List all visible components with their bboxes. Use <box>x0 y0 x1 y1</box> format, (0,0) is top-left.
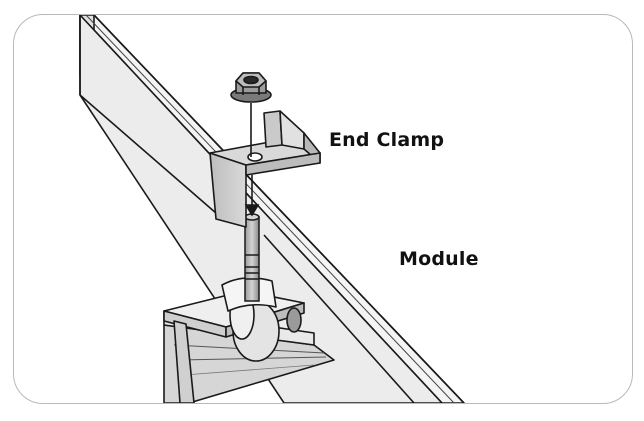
module-frame <box>79 15 465 403</box>
diagram-frame: End Clamp Module <box>13 14 633 404</box>
clamp-installation-diagram <box>79 15 465 403</box>
flange-nut <box>230 72 272 103</box>
bolt <box>244 213 260 302</box>
install-arrow <box>244 103 260 217</box>
end-clamp-label: End Clamp <box>329 129 445 151</box>
module-label: Module <box>399 248 479 270</box>
t-bolt-base <box>163 277 305 403</box>
end-clamp <box>209 110 321 228</box>
